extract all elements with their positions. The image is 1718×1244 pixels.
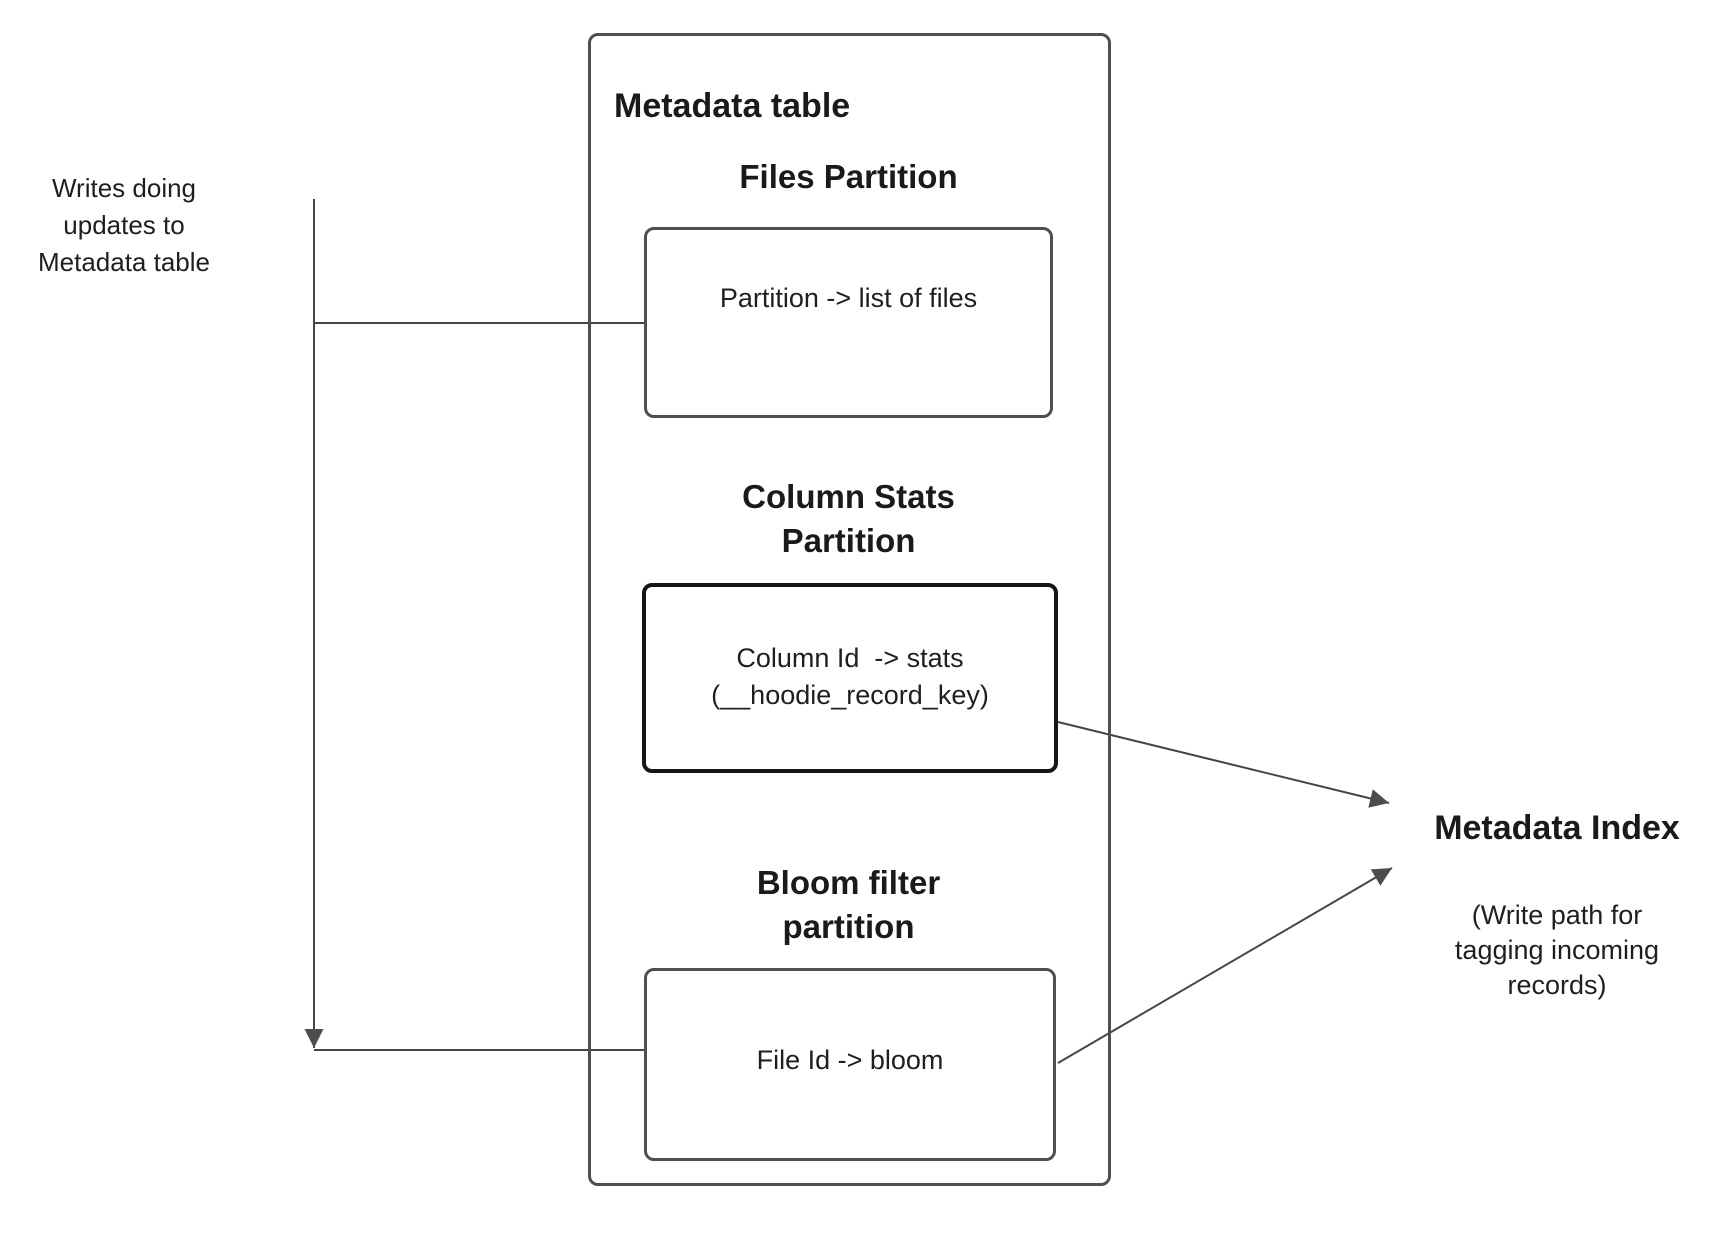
bloom-filter-mapping-label: File Id -> bloom <box>756 1045 944 1075</box>
files-partition-mapping-label: Partition -> list of files <box>719 283 978 313</box>
metadata-index-title: Metadata Index <box>1434 809 1680 847</box>
column-stats-partition-heading: Column Stats Partition <box>742 478 955 559</box>
files-partition-box <box>644 227 1053 418</box>
files-partition-heading: Files Partition <box>739 158 958 195</box>
metadata-table-title: Metadata table <box>614 87 851 125</box>
column-stats-to-index-arrow <box>1057 721 1390 808</box>
bloom-filter-partition-heading: Bloom filter partition <box>756 864 941 945</box>
bloom-filter-partition-box <box>644 968 1056 1161</box>
metadata-index-note: (Write path for tagging incoming records… <box>1454 900 1660 1000</box>
writes-note-label: Writes doing updates to Metadata table <box>37 173 210 277</box>
column-stats-mapping-label: Column Id -> stats (__hoodie_record_key) <box>711 643 989 710</box>
column-stats-partition-box <box>642 583 1058 773</box>
bloom-to-index-arrow <box>1057 867 1393 1064</box>
metadata-table-box <box>588 33 1111 1186</box>
